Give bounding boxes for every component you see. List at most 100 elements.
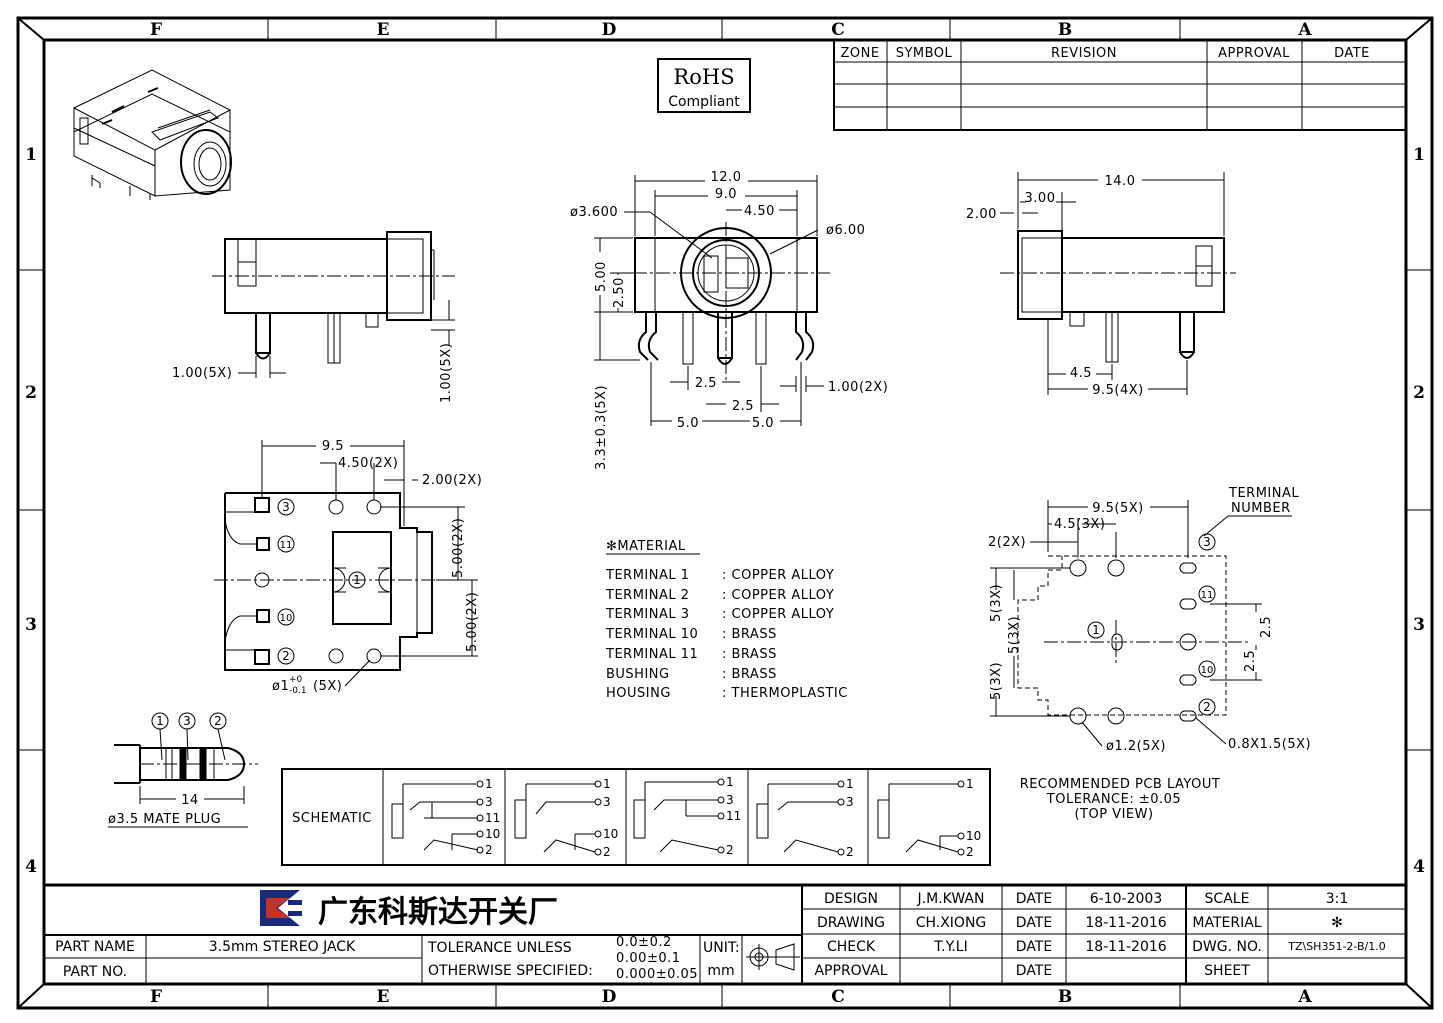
check-date: 18-11-2016 bbox=[1085, 939, 1166, 955]
zone-col-top-c: C bbox=[831, 20, 845, 40]
sch-p5-t3: 2 bbox=[966, 845, 974, 859]
material-row-1-value: : COPPER ALLOY bbox=[722, 568, 834, 583]
approval-label: APPROVAL bbox=[814, 963, 887, 979]
zone-row-right-2: 2 bbox=[1413, 383, 1425, 403]
dim-pcb-5b: 5(3X) bbox=[1007, 616, 1022, 654]
dim-right-45: 4.5 bbox=[1070, 366, 1092, 381]
material-list: ✻MATERIAL TERMINAL 1 : COPPER ALLOY TERM… bbox=[605, 539, 848, 701]
sch-p2-t1: 1 bbox=[603, 777, 611, 791]
zone-labels: F E D C B A F E D C B A 1 2 3 4 1 2 3 4 bbox=[25, 20, 1425, 1007]
dim-front-250: 2.50 bbox=[612, 277, 627, 308]
pcb-notes: RECOMMENDED PCB LAYOUT TOLERANCE: ±0.05 … bbox=[1020, 777, 1220, 822]
schematic-panel-5: 1 10 2 bbox=[877, 777, 981, 859]
sch-p2-t3: 10 bbox=[603, 827, 618, 841]
dim-pcb-5a: 5(3X) bbox=[989, 584, 1004, 622]
material-row-4-name: TERMINAL 10 bbox=[605, 627, 698, 642]
revision-table: ZONE SYMBOL REVISION APPROVAL DATE bbox=[833, 39, 1407, 131]
bottom-terminal-10: 10 bbox=[280, 613, 293, 624]
material-value: ✻ bbox=[1331, 915, 1343, 931]
material-title: ✻MATERIAL bbox=[606, 539, 686, 554]
drawing-date-label: DATE bbox=[1016, 915, 1052, 931]
material-row-4-value: : BRASS bbox=[722, 627, 777, 642]
dim-bottom-450: 4.50(2X) bbox=[338, 456, 398, 471]
sch-p3-t2: 3 bbox=[726, 793, 734, 807]
bottom-terminal-11: 11 bbox=[280, 540, 293, 551]
dim-front-50a: 5.0 bbox=[677, 416, 699, 431]
material-row-6-name: BUSHING bbox=[606, 667, 670, 682]
sch-p3-t1: 1 bbox=[726, 775, 734, 789]
zone-col-bottom-f: F bbox=[150, 987, 162, 1007]
sch-p4-t3: 2 bbox=[846, 845, 854, 859]
pcb-layout: 1 3 11 10 2 TERMINAL NUMBER 9.5(5X) 4.5(… bbox=[988, 486, 1311, 754]
dim-pcb-25b: 2.5 bbox=[1243, 650, 1258, 672]
dim-front-9: 9.0 bbox=[715, 187, 737, 202]
zone-col-bottom-b: B bbox=[1058, 987, 1072, 1007]
part-name-label: PART NAME bbox=[55, 939, 135, 955]
drawing-name: CH.XIONG bbox=[916, 915, 987, 931]
check-label: CHECK bbox=[827, 939, 876, 955]
terminal-number-label-2: NUMBER bbox=[1231, 501, 1291, 516]
dim-side-vertical: 1.00(5X) bbox=[439, 343, 454, 403]
material-row-2-value: : COPPER ALLOY bbox=[722, 588, 834, 603]
dim-pcb-2: 2(2X) bbox=[988, 535, 1026, 550]
zone-col-bottom-c: C bbox=[831, 987, 845, 1007]
zone-col-top-a: A bbox=[1297, 20, 1312, 40]
material-row-7-name: HOUSING bbox=[606, 686, 671, 701]
zone-col-bottom-a: A bbox=[1297, 987, 1312, 1007]
rohs-badge: RoHS Compliant bbox=[657, 58, 751, 113]
bottom-terminal-2: 2 bbox=[282, 649, 290, 663]
sch-p1-t5: 2 bbox=[485, 843, 493, 857]
dim-plug-14: 14 bbox=[181, 793, 199, 808]
sch-p5-t1: 1 bbox=[966, 777, 974, 791]
pcb-terminal-10: 10 bbox=[1201, 665, 1214, 676]
dim-bottom-200: 2.00(2X) bbox=[422, 473, 482, 488]
tolerance-value-1: 0.0±0.2 bbox=[616, 935, 672, 950]
sch-p1-t4: 10 bbox=[485, 827, 500, 841]
part-name-value: 3.5mm STEREO JACK bbox=[209, 939, 356, 955]
rev-header-zone: ZONE bbox=[840, 46, 879, 61]
dim-front-450: 4.50 bbox=[744, 204, 775, 219]
scale-value: 3:1 bbox=[1326, 891, 1349, 907]
part-no-label: PART NO. bbox=[63, 964, 127, 980]
design-name: J.M.KWAN bbox=[917, 891, 985, 907]
rohs-label: RoHS bbox=[673, 65, 734, 89]
material-row-5-name: TERMINAL 11 bbox=[605, 647, 698, 662]
rev-header-symbol: SYMBOL bbox=[896, 46, 953, 61]
material-row-5-value: : BRASS bbox=[722, 647, 777, 662]
dim-front-d6: ø6.00 bbox=[826, 223, 865, 238]
material-row-7-value: : THERMOPLASTIC bbox=[722, 686, 848, 701]
material-row-6-value: : BRASS bbox=[722, 667, 777, 682]
pcb-note-2: TOLERANCE: ±0.05 bbox=[1046, 792, 1181, 807]
pcb-note-3: (TOP VIEW) bbox=[1074, 807, 1153, 822]
pcb-terminal-3: 3 bbox=[1203, 535, 1211, 549]
dim-front-d36: ø3.600 bbox=[570, 205, 618, 220]
sch-p2-t4: 2 bbox=[603, 845, 611, 859]
dim-pcb-95: 9.5(5X) bbox=[1092, 501, 1144, 516]
dim-front-33: 3.3±0.3(5X) bbox=[594, 385, 609, 470]
projection-symbol-icon bbox=[746, 943, 800, 971]
zone-row-right-4: 4 bbox=[1413, 857, 1425, 877]
sheet-label: SHEET bbox=[1204, 963, 1250, 979]
dim-front-12: 12.0 bbox=[711, 170, 742, 185]
sch-p3-t4: 2 bbox=[726, 843, 734, 857]
dim-right-300: 3.00 bbox=[1025, 191, 1056, 206]
plug-terminal-1: 1 bbox=[156, 714, 164, 728]
isometric-view bbox=[73, 69, 232, 200]
dim-bottom-tol-dn: -0.1 bbox=[289, 686, 307, 696]
schematic-panel-4: 1 3 2 bbox=[756, 777, 854, 859]
schematic-panel-2: 1 3 10 2 bbox=[514, 777, 618, 859]
schematic-panel-1: 1 3 11 10 2 bbox=[391, 777, 500, 857]
tolerance-value-3: 0.000±0.05 bbox=[616, 967, 698, 982]
title-block: 广东科斯达开关厂 PART NAME 3.5mm STEREO JACK PAR… bbox=[44, 883, 1406, 984]
dim-front-25a: 2.5 bbox=[695, 376, 717, 391]
rev-header-approval: APPROVAL bbox=[1218, 46, 1290, 61]
sheet-frame bbox=[16, 16, 1434, 1010]
zone-col-bottom-d: D bbox=[602, 987, 617, 1007]
dim-pcb-45: 4.5(3X) bbox=[1054, 517, 1106, 532]
sch-p1-t1: 1 bbox=[485, 777, 493, 791]
zone-row-right-3: 3 bbox=[1413, 615, 1425, 635]
dwg-no-label: DWG. NO. bbox=[1192, 939, 1262, 955]
drawing-label: DRAWING bbox=[817, 915, 885, 931]
bottom-view: 1 3 11 10 2 9.5 4.50(2X) bbox=[214, 439, 482, 696]
